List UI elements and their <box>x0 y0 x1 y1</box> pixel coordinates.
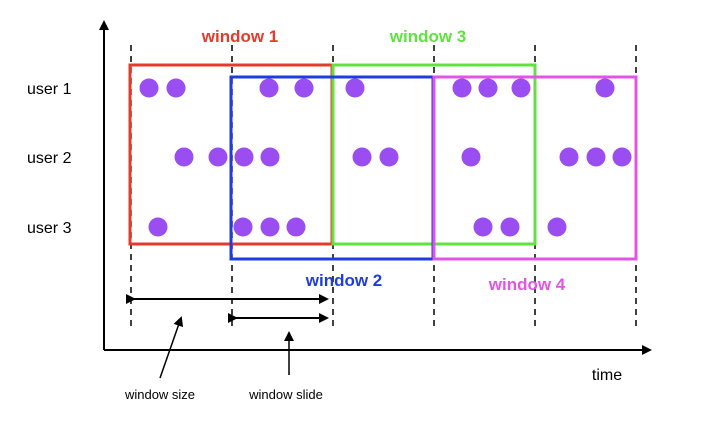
event-dot <box>586 147 606 167</box>
user-1-label: user 1 <box>27 81 72 98</box>
event-dot <box>148 217 168 237</box>
event-dot <box>500 217 520 237</box>
event-dot <box>559 147 579 167</box>
window-size-pointer <box>159 316 184 379</box>
event-dot <box>473 217 493 237</box>
event-dot <box>234 147 254 167</box>
event-dot <box>233 217 253 237</box>
event-dot <box>208 147 228 167</box>
window-slide-label: window slide <box>248 387 323 402</box>
event-dot <box>511 78 531 98</box>
event-dot <box>612 147 632 167</box>
event-dot <box>286 217 306 237</box>
window-size-label: window size <box>124 387 195 402</box>
window-1-label: window 1 <box>201 27 279 46</box>
event-dot <box>259 78 279 98</box>
event-dot <box>547 217 567 237</box>
event-dot <box>379 147 399 167</box>
event-dot <box>294 78 314 98</box>
window-4-frame <box>432 75 638 261</box>
event-dot <box>595 78 615 98</box>
time-axis-label: time <box>592 367 622 384</box>
event-dot <box>174 147 194 167</box>
event-dot <box>139 78 159 98</box>
event-dot <box>166 78 186 98</box>
event-dot <box>461 147 481 167</box>
user-2-label: user 2 <box>27 150 72 167</box>
event-dots <box>139 78 632 237</box>
event-dot <box>352 147 372 167</box>
event-dot <box>452 78 472 98</box>
event-dot <box>478 78 498 98</box>
event-dot <box>345 78 365 98</box>
window-4-label: window 4 <box>488 275 566 294</box>
event-dot <box>260 217 280 237</box>
window-2-label: window 2 <box>305 271 383 290</box>
window-3-label: window 3 <box>389 27 467 46</box>
user-3-label: user 3 <box>27 220 72 237</box>
event-dot <box>260 147 280 167</box>
